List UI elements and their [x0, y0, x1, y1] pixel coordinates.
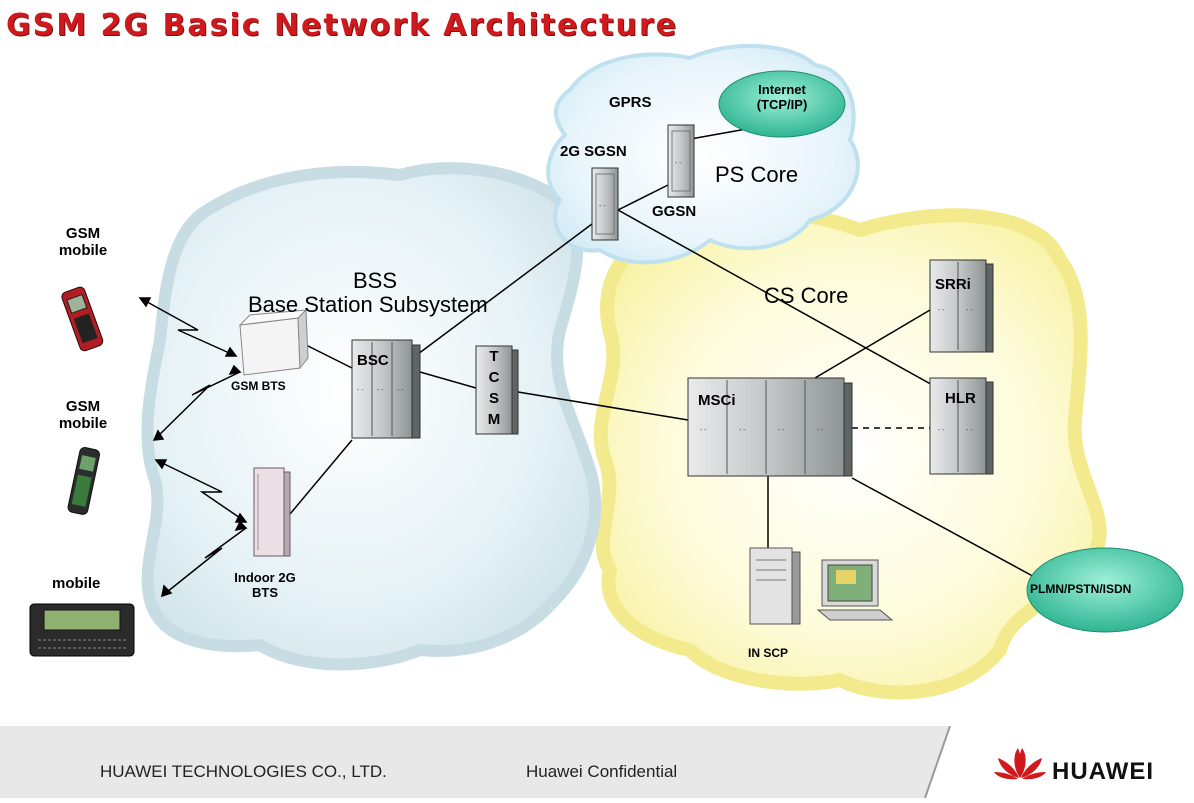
gsm-mobile-label-1-line2: mobile [58, 242, 108, 259]
ggsn-label: GGSN [652, 203, 697, 220]
tcsm-letter-m: M [487, 411, 501, 428]
gsm-mobile-label-2: GSM mobile [48, 398, 118, 432]
indoor-bts-label-line2: BTS [252, 585, 278, 600]
hlr-rack: - - - - [929, 377, 994, 475]
gsm-mobile-phone-1 [61, 286, 104, 352]
svg-text:- -: - - [778, 427, 785, 434]
gsm-mobile-label-2-line1: GSM [65, 398, 101, 415]
svg-text:- -: - - [966, 307, 973, 314]
sgsn-rack: - - [591, 167, 619, 241]
sgsn-label: 2G SGSN [560, 143, 627, 160]
ps-core-label: PS Core [715, 162, 799, 187]
tcsm-letter-t: T [489, 348, 499, 365]
indoor-bts-label: Indoor 2G BTS [220, 570, 310, 600]
bsc-label: BSC [357, 352, 389, 369]
hlr-label: HLR [945, 390, 976, 407]
msci-rack: - - - - - - - - [687, 377, 853, 477]
link-indoor-bsc [284, 439, 353, 521]
footer-confidential: Huawei Confidential [526, 762, 678, 781]
gsm-bts-label: GSM BTS [231, 379, 286, 393]
arrowhead [234, 520, 248, 532]
link-bsc-sgsn [409, 217, 601, 361]
gsm-bts-unit [238, 308, 309, 376]
tcsm-letter-s: S [488, 390, 499, 407]
footer-decoration [924, 726, 1194, 798]
link-msc-srri [814, 309, 931, 379]
cs-core-label: CS Core [764, 283, 849, 308]
arrowhead [138, 297, 152, 308]
internet-label-line2: (TCP/IP) [756, 97, 808, 112]
arrowhead [224, 346, 238, 357]
tcsm-letter-c: C [488, 369, 500, 386]
svg-text:- -: - - [377, 387, 384, 394]
svg-text:- -: - - [397, 387, 404, 394]
internet-label-line1: Internet [758, 82, 806, 97]
arrowhead [152, 429, 165, 441]
svg-text:- -: - - [938, 307, 945, 314]
page-title: GSM 2G Basic Network Architecture [6, 8, 679, 43]
indoor-bts-cabinet [253, 467, 291, 557]
radio-link-mobile2-bts [153, 371, 241, 441]
msci-label: MSCi [698, 392, 736, 409]
link-tcsm-msc [517, 391, 689, 421]
svg-text:- -: - - [817, 427, 824, 434]
svg-text:- -: - - [357, 387, 364, 394]
links [284, 127, 1041, 581]
svg-text:- -: - - [675, 160, 682, 167]
ggsn-rack: - - [667, 124, 695, 198]
plmn-label: PLMN/PSTN/ISDN [1030, 582, 1132, 596]
huawei-logo-icon [994, 748, 1046, 780]
link-bts-bsc [299, 341, 353, 369]
link-bsc-tcsm [419, 371, 477, 389]
srri-label: SRRi [935, 276, 971, 293]
gsm-mobile-label-1: GSM mobile [48, 225, 118, 259]
gsm-mobile-label-1-line1: GSM [65, 225, 101, 242]
arrowhead [154, 459, 168, 470]
link-ggsn-internet [684, 127, 753, 141]
communicator-device [29, 603, 135, 657]
srri-rack: - - - - [929, 259, 994, 353]
link-msc-plmn [851, 477, 1041, 581]
radio-links [138, 297, 248, 598]
tcsm-rack [475, 345, 519, 435]
gsm-mobile-phone-2 [67, 447, 101, 515]
internet-label: Internet (TCP/IP) [742, 82, 822, 112]
in-scp-label: IN SCP [748, 646, 789, 660]
indoor-bts-label-line1: Indoor 2G [234, 570, 296, 585]
in-scp-server [749, 547, 801, 625]
in-scp-monitor [816, 559, 894, 621]
footer-bar [0, 726, 1194, 798]
svg-text:- -: - - [938, 427, 945, 434]
link-sgsn-ggsn [617, 184, 669, 211]
bsc-rack: - - - - - - [351, 339, 421, 439]
internet-ellipse [718, 70, 846, 138]
mobile-label: mobile [52, 575, 101, 592]
svg-text:- -: - - [700, 427, 707, 434]
arrowhead [161, 584, 173, 598]
gsm-mobile-label-2-line2: mobile [58, 415, 108, 432]
arrowhead [228, 364, 242, 376]
radio-link-mobile1-bts [139, 297, 237, 357]
svg-text:- -: - - [739, 427, 746, 434]
radio-link-mobile3-indoor [161, 527, 247, 597]
bss-label: BSS [353, 268, 398, 293]
radio-link-mobile2-indoor [155, 459, 247, 523]
tcsm-label: T C S M [484, 346, 504, 430]
bss-full-label: Base Station Subsystem [248, 292, 488, 317]
svg-text:- -: - - [599, 203, 606, 210]
huawei-logo-text: HUAWEI [1052, 758, 1154, 785]
svg-text:- -: - - [966, 427, 973, 434]
gprs-label: GPRS [609, 94, 652, 111]
link-sgsn-hlr [617, 209, 946, 393]
footer-company: HUAWEI TECHNOLOGIES CO., LTD. [100, 762, 387, 781]
plmn-ellipse [1026, 547, 1184, 633]
